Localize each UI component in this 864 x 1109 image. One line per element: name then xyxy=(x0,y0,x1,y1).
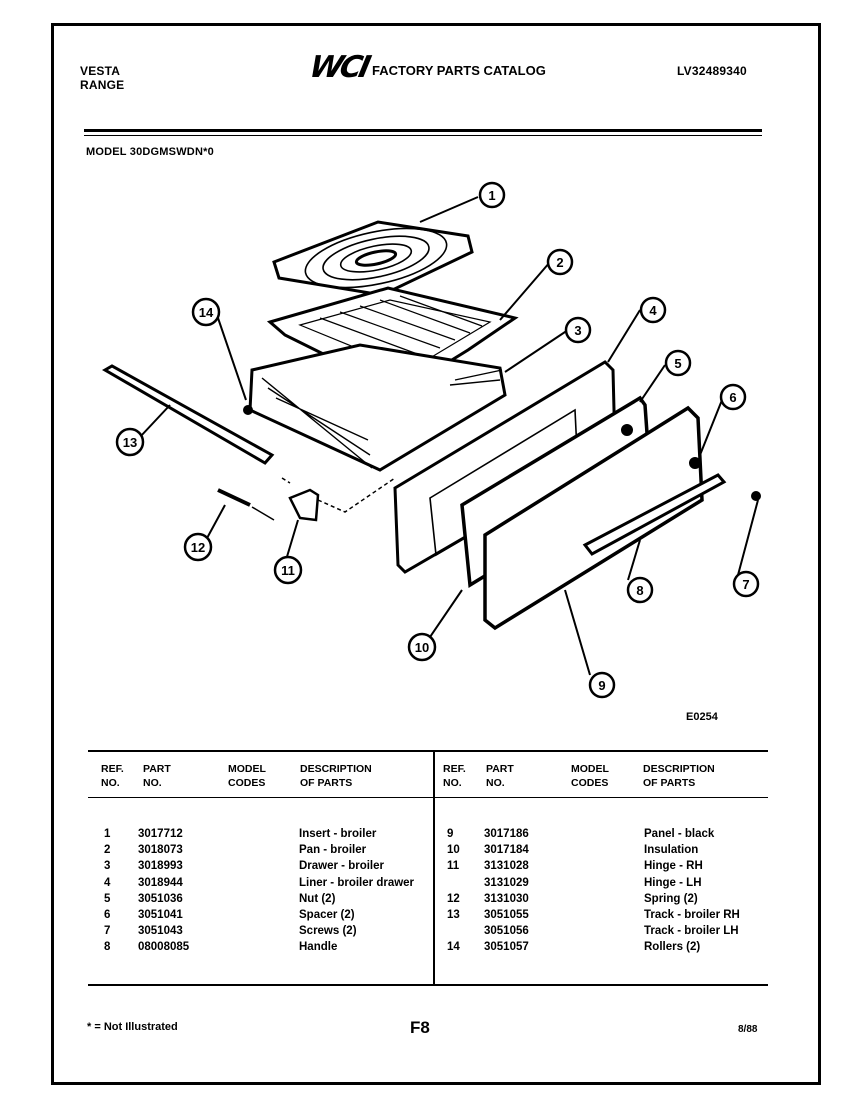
right-desc-column: Panel - black Insulation Hinge - RH Hing… xyxy=(644,828,740,954)
svg-text:2: 2 xyxy=(556,255,563,270)
svg-text:10: 10 xyxy=(415,640,429,655)
screw-part xyxy=(751,491,761,501)
callout-11: 11 xyxy=(273,555,303,585)
callout-9: 9 xyxy=(588,671,616,699)
callout-2: 2 xyxy=(546,248,574,276)
right-ref-column: 9 10 11 12 13 14 xyxy=(447,826,460,956)
callout-8: 8 xyxy=(626,576,654,604)
left-desc-column: Insert - broiler Pan - broiler Drawer - … xyxy=(299,828,415,954)
table-row: 1 xyxy=(104,828,111,840)
svg-text:5: 5 xyxy=(674,356,681,371)
callout-7: 7 xyxy=(732,570,760,598)
drawer-panel-part xyxy=(483,405,704,631)
table-row xyxy=(447,875,460,891)
catalog-title: FACTORY PARTS CATALOG xyxy=(372,63,546,78)
svg-text:1: 1 xyxy=(488,188,495,203)
handle-part xyxy=(582,473,727,556)
hinge-part xyxy=(288,488,320,522)
callout-14: 14 xyxy=(191,297,221,327)
callout-5: 5 xyxy=(664,349,692,377)
table-row: 3 xyxy=(104,860,111,873)
callout-12: 12 xyxy=(183,532,213,562)
brand-line-1: VESTA xyxy=(80,64,121,78)
not-illustrated-note: * = Not Illustrated xyxy=(87,1021,178,1033)
right-part-column: 3017186 3017184 3131028 3131029 3131030 … xyxy=(484,828,529,954)
header-rule-thick xyxy=(84,129,762,132)
table-row: 2 xyxy=(104,844,111,857)
broiler-track-part xyxy=(101,364,275,465)
brand-line-2: RANGE xyxy=(80,78,125,92)
table-row: 10 xyxy=(447,844,460,857)
left-ref-column: 1 2 3 4 5 6 7 8 xyxy=(104,826,110,956)
svg-text:13: 13 xyxy=(123,435,137,450)
svg-text:6: 6 xyxy=(729,390,736,405)
svg-text:11: 11 xyxy=(281,563,295,578)
table-row: 14 xyxy=(447,941,460,954)
spring-part xyxy=(217,488,251,507)
nut-part xyxy=(621,424,633,436)
table-top-rule xyxy=(88,750,768,752)
svg-text:4: 4 xyxy=(649,303,657,318)
callout-6: 6 xyxy=(719,383,747,411)
catalog-number: LV32489340 xyxy=(677,64,747,78)
svg-text:9: 9 xyxy=(598,678,605,693)
table-row: 7 xyxy=(104,925,111,938)
left-part-column: 3017712 3018073 3018993 3018944 3051036 … xyxy=(138,828,190,954)
parts-table-body: 1 2 3 4 5 6 7 8 3017712 3018073 3018993 … xyxy=(0,826,864,966)
spacer-part xyxy=(689,457,701,469)
callout-3: 3 xyxy=(564,316,592,344)
table-row: 8 xyxy=(104,941,111,954)
roller-part xyxy=(243,405,253,415)
model-label: MODEL 30DGMSWDN*0 xyxy=(86,146,214,158)
exploded-parts-diagram: 1 2 3 4 5 6 7 8 9 10 11 12 13 14 E0254 xyxy=(101,181,761,723)
callout-13: 13 xyxy=(115,427,145,457)
table-row: 5 xyxy=(104,892,111,905)
callout-10: 10 xyxy=(407,632,437,662)
table-row xyxy=(447,923,460,939)
svg-text:3: 3 xyxy=(574,323,581,338)
diagram-code: E0254 xyxy=(686,711,719,723)
table-divider xyxy=(433,752,435,984)
svg-text:12: 12 xyxy=(191,540,205,555)
svg-text:14: 14 xyxy=(199,305,214,320)
table-row: 6 xyxy=(104,909,111,922)
catalog-date: 8/88 xyxy=(738,1024,758,1035)
table-row: 4 xyxy=(104,876,111,889)
callout-1: 1 xyxy=(478,181,506,209)
table-row: 13 xyxy=(447,909,460,921)
svg-text:8: 8 xyxy=(636,583,643,598)
broiler-insert-part xyxy=(272,220,474,297)
table-row: 12 xyxy=(447,892,460,905)
svg-text:7: 7 xyxy=(742,577,749,592)
table-bottom-rule xyxy=(88,984,768,986)
page-number: F8 xyxy=(410,1018,430,1037)
callout-4: 4 xyxy=(639,296,667,324)
header-rule-thin xyxy=(84,135,762,136)
table-row: 11 xyxy=(447,860,460,873)
table-header-rule xyxy=(88,797,768,798)
table-row: 9 xyxy=(447,828,454,840)
brand-block: VESTA RANGE xyxy=(80,64,124,92)
